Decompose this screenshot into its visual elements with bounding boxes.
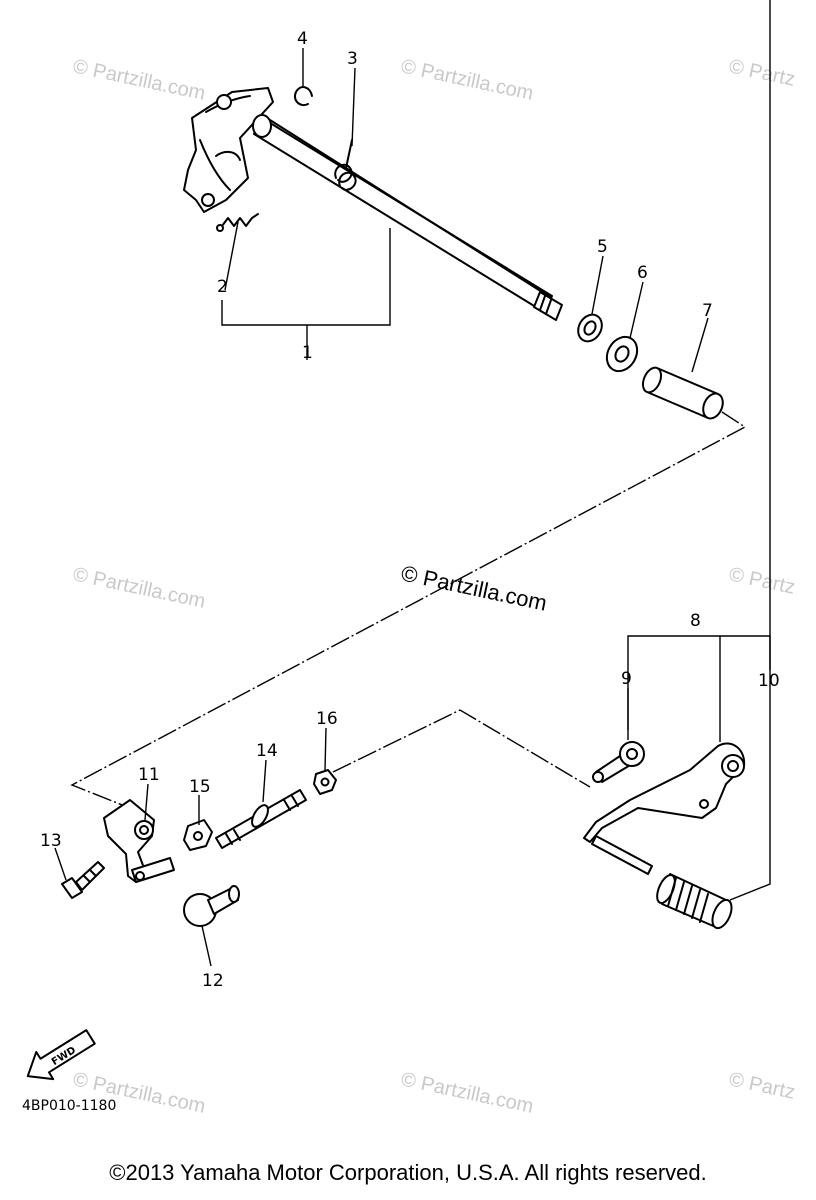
small-spring bbox=[216, 213, 259, 232]
callout-13: 13 bbox=[40, 831, 62, 851]
callout-6: 6 bbox=[637, 263, 648, 283]
bolt bbox=[61, 861, 105, 899]
ball-joint bbox=[183, 885, 240, 927]
assembly-leader-lines bbox=[70, 411, 747, 813]
callout-3: 3 bbox=[347, 49, 358, 69]
callout-9: 9 bbox=[621, 669, 632, 689]
watermark-top-left: © Partzilla.com bbox=[71, 55, 207, 105]
callout-14: 14 bbox=[256, 741, 278, 761]
watermark-mid-left: © Partzilla.com bbox=[71, 563, 207, 613]
callout-7: 7 bbox=[702, 301, 713, 321]
watermark-bottom-right: © Partz bbox=[727, 1068, 797, 1103]
rod-end bbox=[592, 741, 645, 783]
nut bbox=[183, 819, 213, 851]
callout-10: 10 bbox=[758, 671, 780, 691]
shift-rod bbox=[215, 789, 307, 849]
watermarks: © Partzilla.com © Partzilla.com © Partz … bbox=[71, 55, 797, 1118]
watermark-bottom-center: © Partzilla.com bbox=[399, 1068, 535, 1118]
callout-4: 4 bbox=[297, 29, 308, 49]
watermark-mid-center: © Partzilla.com bbox=[399, 560, 549, 615]
callout-16: 16 bbox=[316, 709, 338, 729]
callout-11: 11 bbox=[138, 765, 160, 785]
callout-labels: 1 2 3 4 5 6 7 8 9 10 11 12 13 14 15 16 bbox=[40, 29, 780, 991]
callout-12: 12 bbox=[202, 971, 224, 991]
callout-2: 2 bbox=[217, 277, 228, 297]
callout-5: 5 bbox=[597, 237, 608, 257]
washer bbox=[577, 313, 603, 343]
watermark-top-right: © Partz bbox=[727, 55, 797, 90]
shift-shaft-assembly bbox=[183, 87, 563, 321]
callout-15: 15 bbox=[189, 777, 211, 797]
collar bbox=[641, 366, 724, 420]
watermark-mid-right: © Partz bbox=[727, 563, 797, 598]
oil-seal bbox=[605, 335, 639, 373]
callout-leaders bbox=[54, 0, 771, 967]
watermark-top-center: © Partzilla.com bbox=[399, 55, 535, 105]
torsion-spring bbox=[334, 139, 357, 191]
diagram-code: 4BP010-1180 bbox=[22, 1098, 116, 1114]
shift-pedal bbox=[583, 742, 746, 930]
callout-8: 8 bbox=[690, 611, 701, 631]
copyright-notice: ©2013 Yamaha Motor Corporation, U.S.A. A… bbox=[109, 1160, 707, 1185]
circlip bbox=[294, 86, 313, 106]
shift-arm bbox=[103, 799, 175, 883]
callout-1: 1 bbox=[302, 343, 313, 363]
nut-2 bbox=[313, 769, 337, 795]
